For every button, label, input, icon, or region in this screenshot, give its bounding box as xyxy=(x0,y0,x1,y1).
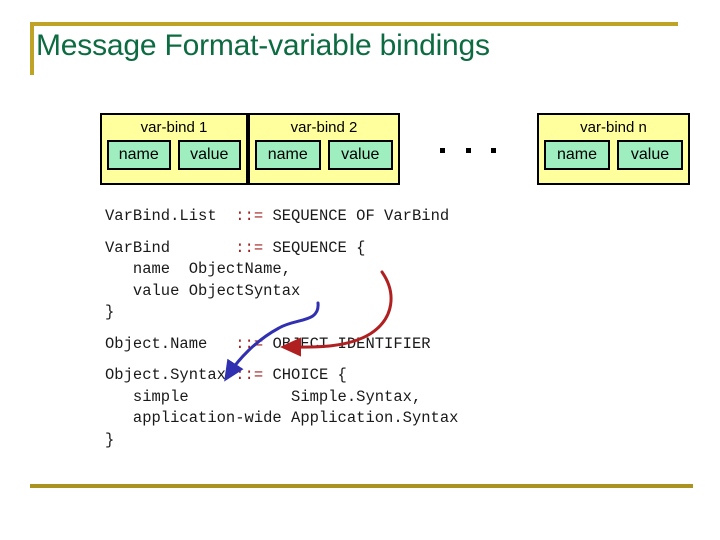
varbind-cells-n: name value xyxy=(539,138,688,175)
varbind-box-n: var-bind n name value xyxy=(537,113,690,185)
ellipsis-dots xyxy=(440,148,496,153)
asn1-identifier: name ObjectName, xyxy=(105,260,292,278)
varbind-box-2: var-bind 2 name value xyxy=(248,113,400,185)
ellipsis-dot xyxy=(440,148,445,153)
varbind-name-cell-1: name xyxy=(107,140,171,170)
varbind-cells-1: name value xyxy=(102,138,246,175)
asn1-block: VarBind.List ::= SEQUENCE OF VarBind xyxy=(105,206,458,228)
varbind-name-cell-2: name xyxy=(255,140,321,170)
asn1-assign-operator: ::= xyxy=(235,334,264,353)
asn1-line: } xyxy=(105,430,458,452)
asn1-line: value ObjectSyntax xyxy=(105,281,458,303)
asn1-assign-operator: ::= xyxy=(235,366,264,384)
asn1-block: VarBind ::= SEQUENCE { name ObjectName, … xyxy=(105,238,458,324)
varbind-name-cell-n: name xyxy=(544,140,610,170)
ellipsis-dot xyxy=(465,148,471,153)
asn1-identifier: VarBind xyxy=(105,238,236,257)
asn1-identifier: application-wide Application.Syntax xyxy=(105,409,459,427)
asn1-definition: SEQUENCE OF VarBind xyxy=(263,207,450,225)
asn1-line: VarBind ::= SEQUENCE { xyxy=(105,238,458,260)
varbind-label-1: var-bind 1 xyxy=(140,119,208,136)
top-gold-rule xyxy=(30,22,678,26)
asn1-identifier: Object.Syntax xyxy=(105,366,236,384)
varbind-value-cell-1: value xyxy=(177,140,241,170)
asn1-block: Object.Name ::= OBJECT IDENTIFIER xyxy=(105,334,458,356)
varbind-cells-2: name value xyxy=(250,138,398,175)
left-gold-rule xyxy=(30,22,34,75)
varbind-box-1: var-bind 1 name value xyxy=(100,113,248,185)
asn1-definition: SEQUENCE { xyxy=(263,238,366,257)
asn1-identifier: VarBind.List xyxy=(105,207,236,225)
asn1-definition: CHOICE { xyxy=(263,366,347,384)
varbind-label-n: var-bind n xyxy=(580,119,647,136)
asn1-assign-operator: ::= xyxy=(235,207,264,225)
asn1-line: name ObjectName, xyxy=(105,259,458,281)
asn1-line: } xyxy=(105,302,458,324)
asn1-identifier: } xyxy=(105,430,115,449)
bottom-gold-rule xyxy=(30,484,693,488)
asn1-line: simple Simple.Syntax, xyxy=(105,387,458,409)
page-title: Message Format-variable bindings xyxy=(36,29,490,62)
varbind-value-cell-2: value xyxy=(327,140,393,170)
asn1-identifier: value ObjectSyntax xyxy=(105,281,301,300)
asn1-identifier: simple Simple.Syntax, xyxy=(105,387,422,406)
asn1-assign-operator: ::= xyxy=(235,238,264,257)
asn1-identifier: } xyxy=(105,303,115,321)
varbind-label-2: var-bind 2 xyxy=(290,119,358,136)
asn1-line: application-wide Application.Syntax xyxy=(105,408,459,430)
varbind-value-cell-n: value xyxy=(617,140,683,170)
asn1-identifier: Object.Name xyxy=(105,334,236,353)
asn1-definition: OBJECT IDENTIFIER xyxy=(263,334,431,353)
asn1-block: Object.Syntax ::= CHOICE { simple Simple… xyxy=(105,365,458,451)
asn1-line: Object.Syntax ::= CHOICE { xyxy=(105,365,458,387)
asn1-line: VarBind.List ::= SEQUENCE OF VarBind xyxy=(105,206,458,228)
ellipsis-dot xyxy=(491,148,496,153)
asn1-line: Object.Name ::= OBJECT IDENTIFIER xyxy=(105,334,458,356)
